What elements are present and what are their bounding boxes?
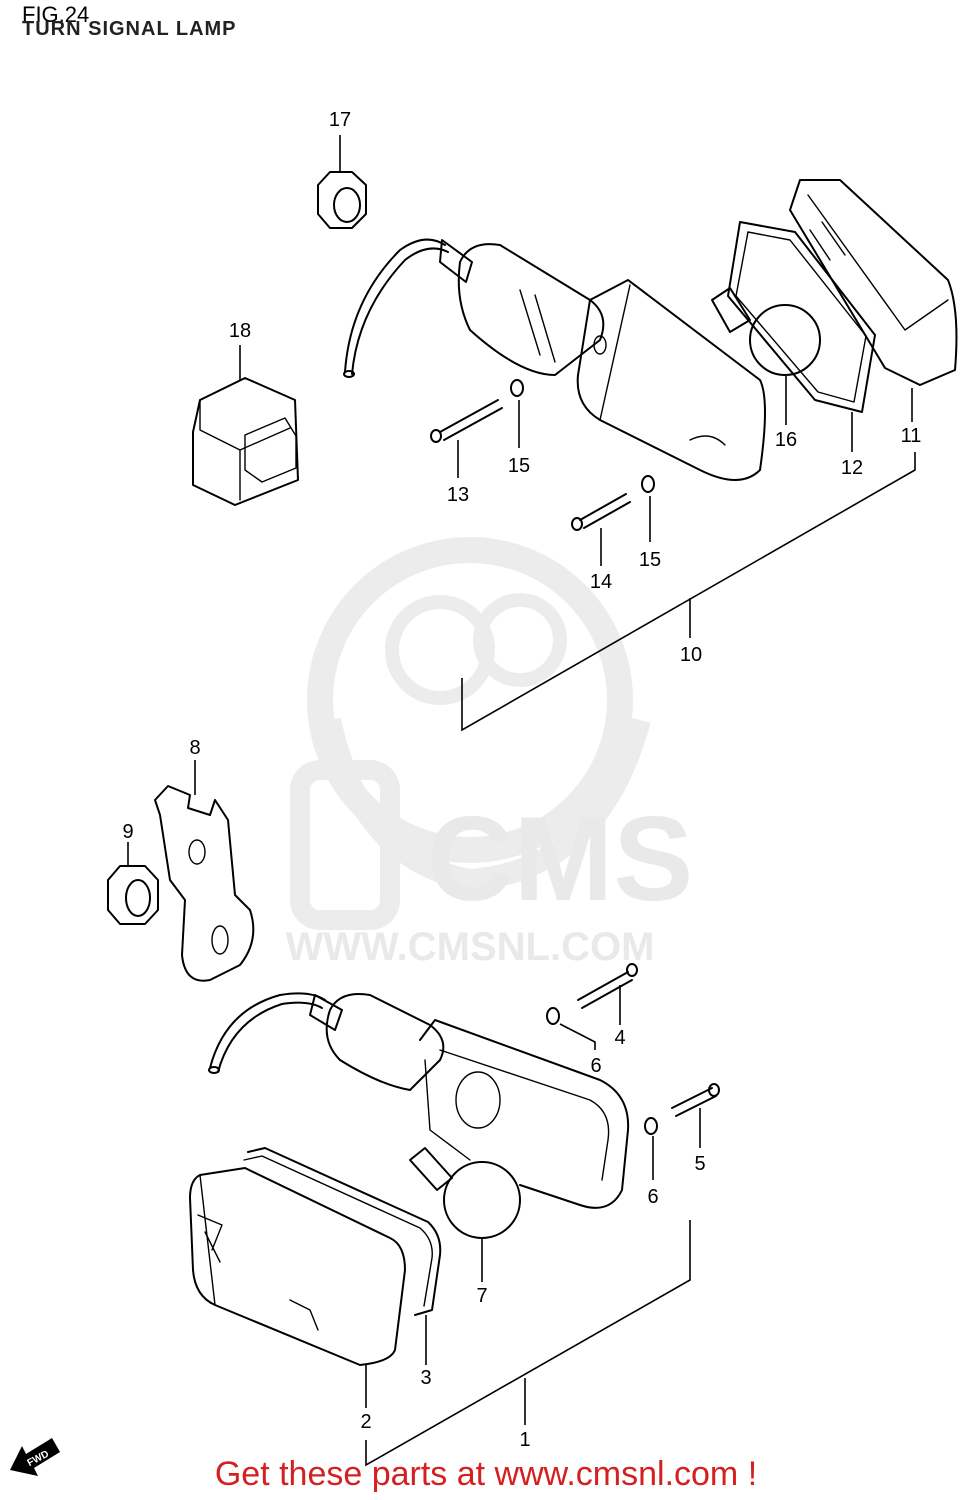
- label-part-6-a: 6: [590, 1055, 601, 1077]
- label-part-15-upper: 15: [508, 455, 530, 477]
- part-6-washer-b: [644, 1117, 658, 1180]
- label-part-9: 9: [122, 821, 133, 843]
- leader-bracket-1: [365, 1220, 691, 1467]
- watermark-url: WWW.CMSNL.COM: [286, 925, 655, 969]
- label-part-5: 5: [694, 1153, 705, 1175]
- label-part-17: 17: [329, 109, 351, 131]
- part-18-flasher-relay: [192, 345, 299, 506]
- part-number-labels: 17 18 13 15 14 15 16 12 11 10 8 9 4 6 5 …: [122, 109, 921, 1451]
- part-9-nut: [107, 842, 159, 925]
- part-10-housing-upper: [343, 238, 766, 481]
- cms-watermark-logo: CMS WWW.CMSNL.COM: [286, 537, 694, 969]
- part-15-washer-upper: [510, 379, 524, 448]
- part-5-screw: [671, 1083, 720, 1148]
- part-3-gasket-lower: [243, 1147, 442, 1365]
- label-part-8: 8: [189, 737, 200, 759]
- label-part-16: 16: [775, 429, 797, 451]
- label-part-13: 13: [447, 484, 469, 506]
- watermark-brand: CMS: [427, 792, 694, 926]
- part-7-bulb-lower: [409, 1147, 521, 1282]
- label-part-7: 7: [476, 1285, 487, 1307]
- leader-bracket-10: [461, 452, 916, 732]
- label-part-3: 3: [420, 1367, 431, 1389]
- label-part-11: 11: [901, 425, 922, 447]
- part-16-bulb-upper: [711, 287, 821, 425]
- part-12-gasket-upper: [727, 221, 876, 452]
- figure-title: TURN SIGNAL LAMP: [22, 18, 237, 40]
- part-8-bracket: [154, 760, 255, 982]
- label-part-1: 1: [519, 1429, 530, 1451]
- figure-number: FIG.24: [22, 2, 90, 27]
- label-part-12: 12: [841, 457, 863, 479]
- label-part-2: 2: [360, 1411, 371, 1433]
- part-15-washer-lower: [641, 475, 655, 542]
- label-part-4: 4: [614, 1027, 625, 1049]
- part-14-screw: [571, 493, 631, 566]
- footer-parts-link[interactable]: Get these parts at www.cmsnl.com !: [214, 1455, 758, 1493]
- label-part-14: 14: [590, 571, 612, 593]
- part-2-lens-lower: [189, 1167, 406, 1408]
- part-1-housing-lower: [208, 992, 630, 1209]
- part-6-washer-a: [546, 1007, 596, 1050]
- part-11-lens-upper: [789, 179, 958, 422]
- label-part-15-lower: 15: [639, 549, 661, 571]
- part-4-screw: [577, 963, 638, 1025]
- label-part-6-b: 6: [647, 1186, 658, 1208]
- label-part-18: 18: [229, 320, 251, 342]
- label-part-10: 10: [680, 644, 702, 666]
- part-17-nut: [317, 135, 367, 229]
- part-13-screw: [430, 399, 503, 478]
